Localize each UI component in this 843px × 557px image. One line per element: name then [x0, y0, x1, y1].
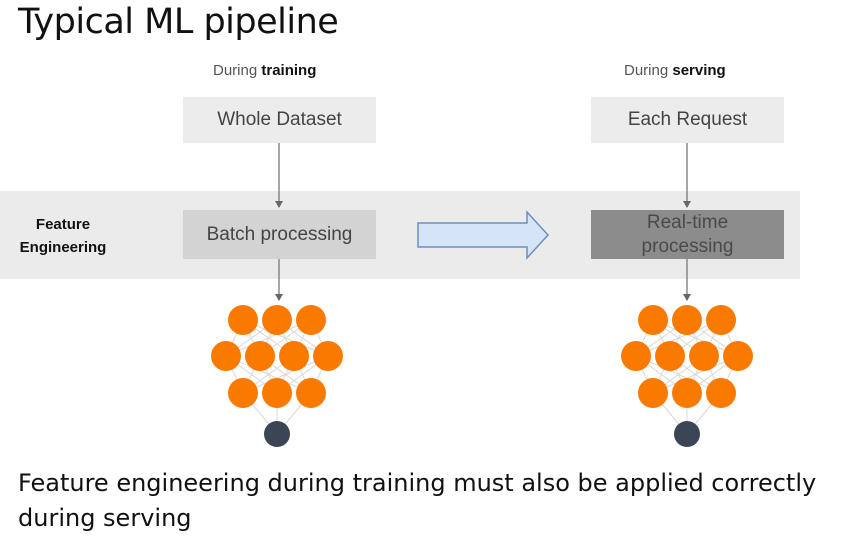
training-neural-network: [211, 305, 343, 447]
network-node: [211, 341, 241, 371]
network-node: [638, 378, 668, 408]
each-request-box: Each Request: [591, 97, 784, 143]
network-node: [313, 341, 343, 371]
network-node: [706, 305, 736, 335]
network-node: [723, 341, 753, 371]
network-node: [228, 378, 258, 408]
network-node: [262, 305, 292, 335]
network-node: [689, 341, 719, 371]
training-phase-bold: training: [261, 62, 317, 79]
network-output-node: [264, 421, 290, 447]
network-node: [638, 305, 668, 335]
slide-title: Typical ML pipeline: [18, 2, 339, 42]
feature-engineering-label: Feature Engineering: [19, 216, 107, 256]
training-phase-prefix: During: [213, 62, 258, 79]
training-phase-label: During training: [213, 62, 316, 79]
slide-caption: Feature engineering during training must…: [18, 469, 817, 532]
serving-phase-prefix: During: [624, 62, 669, 79]
network-node: [621, 341, 651, 371]
network-node: [296, 305, 326, 335]
whole-dataset-box: Whole Dataset: [183, 97, 376, 143]
batch-processing-box: Batch processing: [183, 210, 376, 259]
network-edge: [242, 355, 329, 394]
network-node: [296, 378, 326, 408]
training-to-serving-arrow: [417, 210, 550, 260]
network-node: [655, 341, 685, 371]
network-node: [245, 341, 275, 371]
serving-phase-bold: serving: [672, 62, 726, 79]
realtime-processing-box: Real-time processing: [591, 210, 784, 259]
network-node: [228, 305, 258, 335]
network-edge: [652, 355, 739, 394]
network-output-node: [674, 421, 700, 447]
network-node: [672, 305, 702, 335]
network-node: [672, 378, 702, 408]
network-edge: [225, 319, 312, 357]
network-node: [706, 378, 736, 408]
network-edge: [635, 319, 722, 357]
serving-phase-label: During serving: [624, 62, 726, 79]
network-node: [262, 378, 292, 408]
network-node: [279, 341, 309, 371]
serving-neural-network: [621, 305, 753, 447]
